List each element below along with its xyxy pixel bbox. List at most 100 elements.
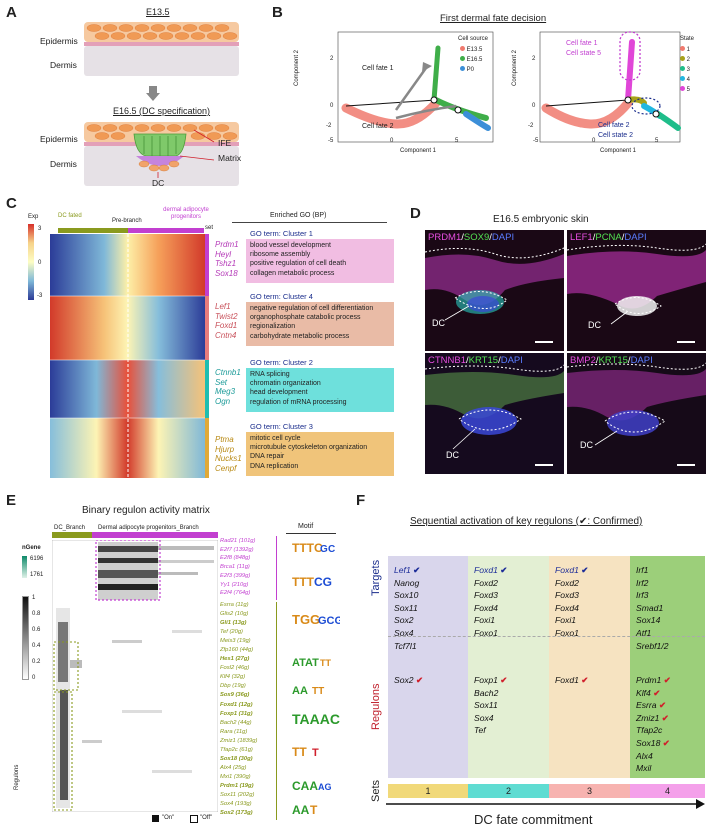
dc-label: DC bbox=[152, 178, 165, 188]
micrograph-lef1-pcna bbox=[566, 229, 707, 352]
regulon-name: E2f3 (399g) bbox=[220, 572, 251, 579]
svg-text:AG: AG bbox=[318, 782, 332, 792]
ife-label: IFE bbox=[218, 138, 232, 148]
activity-tick: 0.6 bbox=[32, 627, 41, 633]
set-bar-4 bbox=[205, 296, 209, 360]
magenta-bracket bbox=[276, 536, 283, 600]
regulon-name: Brca1 (11g) bbox=[220, 564, 250, 571]
panel-d-label: D bbox=[410, 205, 421, 222]
regulons-axis-label: Regulons bbox=[14, 764, 20, 790]
svg-text:T: T bbox=[310, 803, 318, 817]
go-header-cluster-2: GO term: Cluster 2 bbox=[250, 358, 313, 367]
dermal-branch-label: Dermal adipocyte progenitors_Branch bbox=[98, 525, 199, 531]
stain-label-lef1: LEF1/PCNA/DAPI bbox=[570, 232, 647, 243]
legend-entry: P0 bbox=[466, 67, 475, 73]
svg-text:TTTC: TTTC bbox=[292, 541, 323, 555]
ngene-tick: 6196 bbox=[30, 556, 44, 562]
targets-row-label: Targets bbox=[370, 559, 382, 596]
regulon-name: E2f4 (764g) bbox=[220, 590, 251, 597]
panel-e-title: Binary regulon activity matrix bbox=[82, 505, 210, 516]
enriched-go-title: Enriched GO (BP) bbox=[270, 212, 327, 219]
regulons-set-3: Foxd1 ✔ bbox=[555, 675, 589, 685]
state-legend: 1 2 3 4 5 bbox=[680, 46, 690, 96]
y-tick: -2 bbox=[326, 123, 332, 129]
cell-fate-1-label: Cell fate 1 bbox=[362, 65, 394, 72]
activity-tick: 1 bbox=[32, 595, 36, 601]
go-terms-cluster-4: negative regulation of cell differentiat… bbox=[246, 302, 394, 346]
skin-schematic-e13 bbox=[84, 22, 239, 76]
y-axis-label: Component 2 bbox=[512, 49, 518, 86]
legend-entry: 1 bbox=[686, 47, 691, 53]
regulon-name: Rad21 (101g) bbox=[220, 538, 256, 544]
x-tick: -5 bbox=[533, 138, 539, 144]
svg-text:C: C bbox=[328, 544, 335, 555]
svg-text:TAAACA: TAAACA bbox=[292, 711, 340, 727]
trajectory-plot-state bbox=[539, 31, 681, 143]
set-1-chip: 1 bbox=[388, 784, 468, 798]
legend-entry: 5 bbox=[686, 87, 691, 93]
regulon-name: Yy1 (210g) bbox=[220, 581, 249, 588]
dc-branch-label: DC_Branch bbox=[54, 525, 86, 531]
go-header-cluster-1: GO term: Cluster 1 bbox=[250, 229, 313, 238]
svg-text:ATAT: ATAT bbox=[292, 657, 319, 669]
activity-tick: 0 bbox=[32, 675, 36, 681]
stain-label-ctnnb1: CTNNB1/KRT15/DAPI bbox=[428, 355, 523, 366]
activity-tick: 0.4 bbox=[32, 643, 41, 649]
dc-callout: DC bbox=[588, 320, 601, 330]
go-header-cluster-3: GO term: Cluster 3 bbox=[250, 422, 313, 431]
y-tick: 0 bbox=[330, 103, 334, 109]
dc-branch-bar bbox=[52, 532, 92, 538]
svg-text:T: T bbox=[312, 747, 319, 759]
panel-e-label: E bbox=[6, 492, 17, 509]
set-1-column bbox=[388, 556, 468, 778]
matrix-label: Matrix bbox=[218, 153, 242, 163]
legend-entry: 4 bbox=[686, 77, 691, 83]
go-header-cluster-4: GO term: Cluster 4 bbox=[250, 292, 313, 301]
ngene-label: nGene bbox=[22, 545, 41, 551]
down-arrow-icon bbox=[146, 86, 160, 101]
panel-c-label: C bbox=[6, 195, 17, 212]
ngene-colorbar bbox=[22, 556, 27, 578]
x-tick: 5 bbox=[655, 138, 659, 144]
y-axis-label: Component 2 bbox=[294, 49, 300, 86]
set-bar-2 bbox=[205, 360, 209, 418]
cell-source-legend-title: Cell source bbox=[458, 36, 489, 42]
cell-fate-2-label: Cell fate 2 bbox=[362, 123, 394, 130]
cell-fate-2-label: Cell fate 2 bbox=[598, 122, 630, 129]
stage-e13-label: E13.5 bbox=[146, 7, 170, 17]
dc-fated-label: DC fated bbox=[58, 213, 82, 219]
ngene-tick: 1761 bbox=[30, 572, 44, 578]
x-axis-label: Component 1 bbox=[600, 148, 637, 154]
set-2-column bbox=[468, 556, 549, 778]
epidermis-label-2: Epidermis bbox=[40, 134, 78, 144]
micrograph-ctnnb1-krt15 bbox=[424, 352, 565, 475]
regulon-list-olive: Esrra (11g)Glis2 (10g)Gli1 (13g)Tef (20g… bbox=[220, 602, 258, 817]
pre-branch-label: Pre-branch bbox=[112, 218, 142, 224]
set-bar-1 bbox=[205, 234, 209, 296]
on-swatch bbox=[152, 815, 159, 822]
legend-entry: 3 bbox=[686, 67, 691, 73]
cell-state-2-label: Cell state 2 bbox=[598, 132, 634, 139]
y-tick: 2 bbox=[532, 56, 536, 62]
stain-label-bmp2: BMP2/KRT15/DAPI bbox=[570, 355, 653, 366]
panel-d-title: E16.5 embryonic skin bbox=[493, 214, 589, 225]
panel-b-label: B bbox=[272, 4, 283, 21]
x-tick: 5 bbox=[455, 138, 459, 144]
off-swatch bbox=[190, 815, 198, 823]
y-tick: 2 bbox=[330, 56, 334, 62]
activity-tick: 0.8 bbox=[32, 611, 41, 617]
dermal-bar bbox=[128, 228, 204, 233]
legend-entry: E13.5 bbox=[466, 47, 483, 53]
set-label: set bbox=[205, 225, 214, 231]
svg-text:GCG: GCG bbox=[318, 615, 340, 627]
motif-header: Motif bbox=[298, 523, 314, 530]
regulons-set-1: Sox2 ✔ bbox=[394, 675, 424, 685]
olive-bracket bbox=[276, 602, 283, 820]
on-legend-label: "On" bbox=[162, 815, 175, 821]
svg-text:TTT: TTT bbox=[292, 575, 315, 589]
